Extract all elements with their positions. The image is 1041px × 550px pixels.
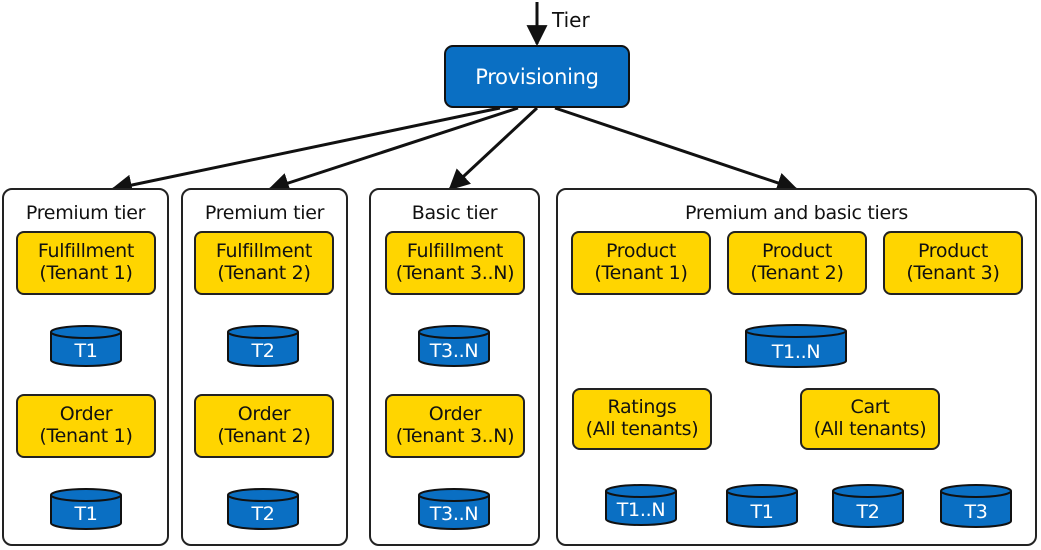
order-service-node: Order (Tenant 3..N) — [385, 394, 525, 458]
database-label: T1..N — [771, 341, 821, 363]
database-label: T3 — [964, 501, 988, 523]
fulfillment-service-node: Fulfillment (Tenant 2) — [194, 231, 334, 295]
database-cylinder: T1..N — [744, 323, 848, 369]
tier-group-title: Premium tier — [25, 202, 146, 224]
product-service-node: Product (Tenant 1) — [571, 231, 711, 295]
database-label: T1 — [750, 501, 774, 523]
service-tenant: (Tenant 2) — [217, 262, 311, 284]
tier-group-title: Premium tier — [204, 202, 325, 224]
service-name: Order — [428, 403, 482, 426]
service-tenant: (Tenant 2) — [750, 262, 844, 284]
service-name: Cart — [850, 396, 890, 419]
database-cylinder: T3..N — [417, 487, 491, 531]
service-tenant: (All tenants) — [813, 418, 927, 440]
product-service-node: Product (Tenant 2) — [727, 231, 867, 295]
service-tenant: (Tenant 1) — [39, 425, 133, 447]
service-name: Fulfillment — [215, 240, 313, 263]
tier-input-label: Tier — [552, 8, 590, 32]
service-name: Fulfillment — [406, 240, 504, 263]
service-tenant: (Tenant 1) — [594, 262, 688, 284]
service-name: Order — [237, 403, 291, 426]
database-label: T1 — [74, 340, 98, 362]
provisioning-to-group-1-arrow — [110, 106, 501, 196]
tier-group-title: Premium and basic tiers — [685, 202, 908, 224]
database-cylinder: T3..N — [417, 324, 491, 368]
order-service-node: Order (Tenant 2) — [194, 394, 334, 458]
database-label: T2 — [856, 501, 880, 523]
service-name: Order — [59, 403, 113, 426]
database-label: T1 — [74, 503, 98, 525]
fulfillment-service-node: Fulfillment (Tenant 3..N) — [385, 231, 525, 295]
service-name: Product — [917, 240, 989, 263]
service-tenant: (Tenant 1) — [39, 262, 133, 284]
service-tenant: (All tenants) — [585, 418, 699, 440]
database-cylinder: T2 — [226, 487, 300, 531]
service-name: Fulfillment — [37, 240, 135, 263]
database-cylinder: T1 — [49, 324, 123, 368]
database-cylinder: T1..N — [604, 483, 678, 527]
database-cylinder: T1 — [49, 487, 123, 531]
database-label: T1..N — [616, 499, 666, 521]
database-cylinder: T2 — [226, 324, 300, 368]
service-name: Product — [605, 240, 677, 263]
service-tenant: (Tenant 2) — [217, 425, 311, 447]
service-name: Product — [761, 240, 833, 263]
service-tenant: (Tenant 3) — [906, 262, 1000, 284]
service-tenant: (Tenant 3..N) — [395, 262, 515, 284]
provisioning-to-group-2-arrow — [268, 106, 519, 194]
tier-group-title: Basic tier — [411, 202, 498, 224]
database-cylinder: T3 — [939, 483, 1013, 529]
database-label: T2 — [251, 340, 275, 362]
database-label: T3..N — [429, 503, 479, 525]
provisioning-to-group-3-arrow — [448, 106, 539, 191]
product-service-node: Product (Tenant 3) — [883, 231, 1023, 295]
fulfillment-service-node: Fulfillment (Tenant 1) — [16, 231, 156, 295]
service-name: Ratings — [607, 396, 677, 419]
provisioning-node: Provisioning — [444, 45, 630, 108]
provisioning-to-group-4-arrow — [554, 106, 798, 193]
database-cylinder: T2 — [831, 483, 905, 529]
ratings-service-node: Ratings (All tenants) — [572, 388, 712, 450]
order-service-node: Order (Tenant 1) — [16, 394, 156, 458]
database-label: T3..N — [429, 340, 479, 362]
cart-service-node: Cart (All tenants) — [800, 388, 940, 450]
database-cylinder: T1 — [725, 483, 799, 529]
database-label: T2 — [251, 503, 275, 525]
service-tenant: (Tenant 3..N) — [395, 425, 515, 447]
